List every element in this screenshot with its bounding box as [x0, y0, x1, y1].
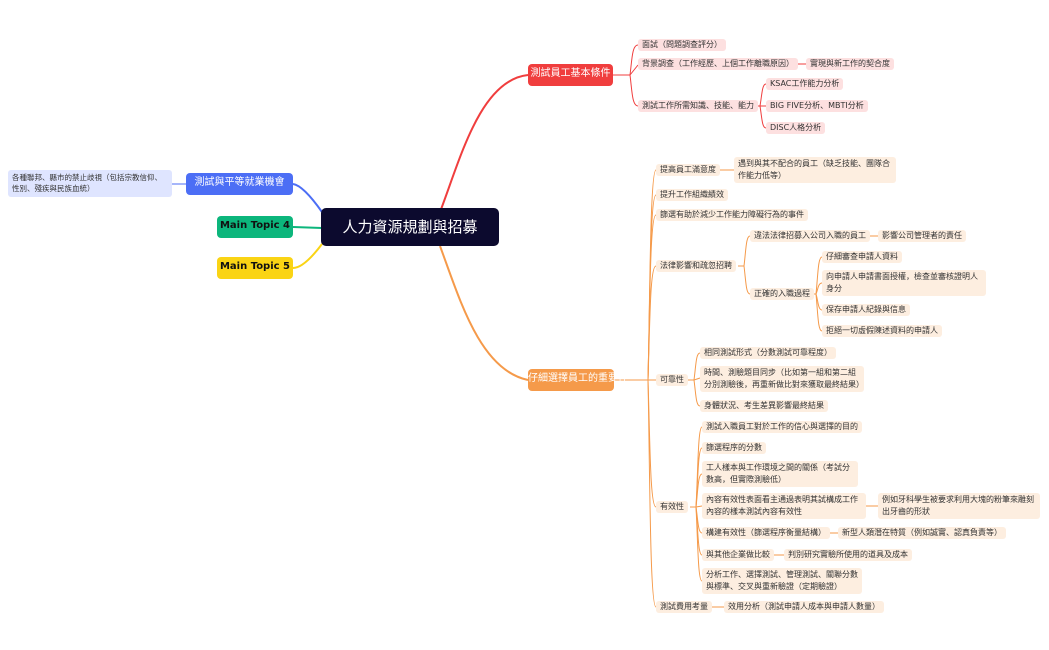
subtopic-keep-records[interactable]: 保存申請人紀錄與信息	[822, 304, 910, 316]
subtopic-knowledge-skills[interactable]: 測試工作所需知識、技能、能力	[638, 100, 758, 112]
subtopic-confidence[interactable]: 測試入職員工對於工作的信心與選擇的目的	[702, 421, 862, 433]
subtopic-interview[interactable]: 面試（問題調查評分）	[638, 39, 726, 51]
subtopic-screening[interactable]: 篩選有助於減少工作能力障礙行為的事件	[656, 209, 808, 221]
subtopic-scores[interactable]: 篩選程序的分數	[702, 442, 766, 454]
subtopic-traits[interactable]: 新型人類潛在特質（例如誠實、認真負責等）	[838, 527, 1006, 539]
subtopic-content-validity[interactable]: 內容有效性表面看主通過表明其試構成工作內容的樣本測試內容有效性	[702, 493, 866, 519]
root-topic[interactable]: 人力資源規劃與招募	[321, 208, 499, 246]
subtopic-unfit-employees[interactable]: 遇到與其不配合的員工（缺乏技能、團隊合作能力低等）	[734, 157, 896, 183]
subtopic-props-cost[interactable]: 判別研究實驗所使用的道具及成本	[784, 549, 912, 561]
subtopic-compare[interactable]: 與其他企業做比較	[702, 549, 774, 561]
subtopic-reliability[interactable]: 可靠性	[656, 374, 688, 386]
subtopic-manager-liability[interactable]: 影響公司管理者的責任	[878, 230, 966, 242]
main-topic-5[interactable]: Main Topic 5	[217, 257, 293, 279]
subtopic-ksac[interactable]: KSAC工作能力分析	[766, 78, 844, 90]
subtopic-analysis-steps[interactable]: 分析工作、選擇測試、管理測試、關聯分數與標準、交叉與重新驗證（定期驗證）	[702, 568, 862, 594]
subtopic-fit[interactable]: 實現與新工作的契合度	[806, 58, 894, 70]
subtopic-big-five[interactable]: BIG FIVE分析、MBTI分析	[766, 100, 868, 112]
subtopic-review-data[interactable]: 仔細審查申請人資料	[822, 251, 902, 263]
main-topic-careful-selection[interactable]: 仔細選擇員工的重要性	[528, 369, 628, 391]
main-topic-basic-conditions[interactable]: 測試員工基本條件	[528, 64, 613, 86]
main-topic-equal-employment[interactable]: 測試與平等就業機會	[186, 173, 293, 195]
subtopic-reject-false[interactable]: 拒絕一切虛假陳述資料的申請人	[822, 325, 942, 337]
subtopic-dental-example[interactable]: 例如牙科學生被要求利用大塊的粉筆來雕刻出牙齒的形狀	[878, 493, 1040, 519]
subtopic-background-check[interactable]: 背景調查（工作經歷、上個工作離職原因）	[638, 58, 798, 70]
subtopic-cost[interactable]: 測試費用考量	[656, 601, 712, 613]
subtopic-authorization[interactable]: 向申請人申請書面授權，檢查並審核證明人身分	[822, 270, 986, 296]
subtopic-construct-validity[interactable]: 構建有效性（篩選程序衡量結構）	[702, 527, 830, 539]
subtopic-same-form[interactable]: 相同測試形式（分數測試可靠程度）	[700, 347, 836, 359]
subtopic-physical[interactable]: 身體狀況、考生差異影響最終結果	[700, 400, 828, 412]
subtopic-satisfaction[interactable]: 提高員工滿意度	[656, 164, 720, 176]
subtopic-performance[interactable]: 提升工作組織績效	[656, 189, 728, 201]
main-topic-4[interactable]: Main Topic 4	[217, 216, 293, 238]
subtopic-validity[interactable]: 有效性	[656, 501, 688, 513]
subtopic-time-sync[interactable]: 時間、測驗題目同步（比如第一組和第二組分別測驗後，再重新做比對來獲取最終結果）	[700, 366, 864, 392]
subtopic-proper-process[interactable]: 正確的入職過程	[750, 288, 814, 300]
subtopic-anti-discrimination[interactable]: 各種聯邦、縣市的禁止歧視（包括宗教信仰、性別、殘疾與民族血統）	[8, 170, 172, 197]
subtopic-legal[interactable]: 法律影響和疏忽招聘	[656, 260, 736, 272]
subtopic-sample-relation[interactable]: 工人樣本與工作環境之間的關係（考試分數高，但實際測驗低）	[702, 461, 858, 487]
subtopic-illegal-hire[interactable]: 違法法律招募入公司入職的員工	[750, 230, 870, 242]
subtopic-utility-analysis[interactable]: 效用分析（測試申請人成本與申請人數量）	[724, 601, 884, 613]
subtopic-disc[interactable]: DISC人格分析	[766, 122, 826, 134]
